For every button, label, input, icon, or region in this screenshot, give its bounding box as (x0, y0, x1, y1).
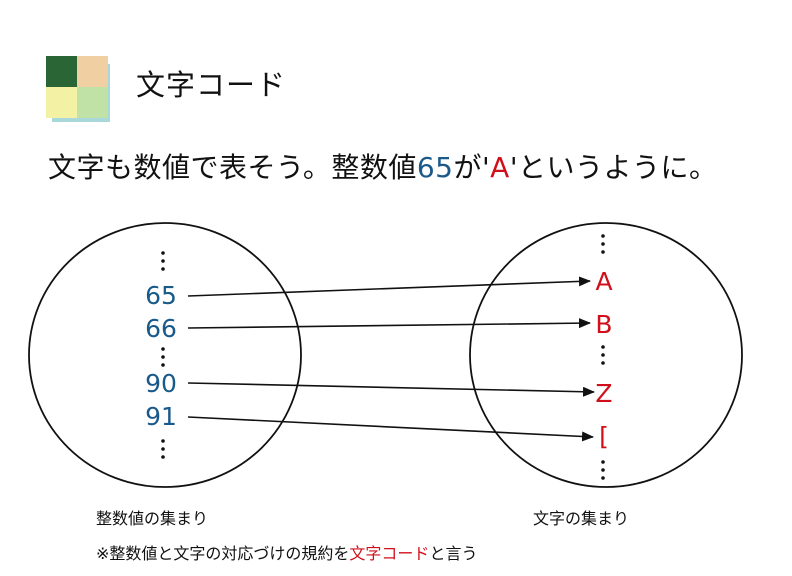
char-ellipsis-middle (601, 345, 605, 365)
integer-set-circle (28, 222, 302, 488)
char-B: B (595, 310, 612, 339)
lead-char: A (490, 151, 510, 184)
char-Z: Z (595, 379, 612, 408)
char-A: A (595, 267, 612, 296)
footnote-highlight: 文字コード (349, 544, 430, 563)
char-open-bracket: [ (599, 422, 609, 451)
page-title: 文字コード (136, 68, 287, 102)
lead-middle: が' (453, 151, 491, 184)
logo-square-yellow (46, 87, 77, 118)
mapping-arrow-90-to-Z (187, 382, 595, 397)
mapping-arrow-91-to-bracket (187, 416, 594, 442)
integer-ellipsis-top (161, 251, 165, 271)
char-ellipsis-bottom (601, 460, 605, 480)
integer-91: 91 (145, 402, 177, 431)
footnote: ※整数値と文字の対応づけの規約を文字コードと言う (96, 540, 477, 564)
footnote-suffix: と言う (429, 544, 478, 563)
integer-ellipsis-bottom (161, 439, 165, 459)
mapping-arrow-66-to-B (187, 318, 591, 329)
char-set-label: 文字の集まり (533, 509, 630, 528)
integer-ellipsis-middle (161, 347, 165, 367)
lead-suffix: 'というように。 (509, 151, 718, 184)
logo-square-light-green (77, 87, 108, 118)
lead-number: 65 (416, 151, 454, 184)
integer-90: 90 (145, 369, 177, 398)
char-ellipsis-top (601, 234, 605, 254)
logo-square-dark-green (46, 56, 77, 87)
mapping-arrow-65-to-A (187, 276, 591, 297)
logo-square-peach (77, 56, 108, 87)
footnote-prefix: ※整数値と文字の対応づけの規約を (96, 544, 350, 563)
lead-sentence: 文字も数値で表そう。整数値65が'A'というように。 (48, 146, 718, 186)
lead-prefix: 文字も数値で表そう。整数値 (48, 151, 417, 184)
integer-set-label: 整数値の集まり (96, 509, 209, 528)
section-logo (46, 56, 114, 124)
char-set-circle (469, 222, 743, 488)
integer-66: 66 (145, 314, 177, 343)
integer-65: 65 (145, 281, 177, 310)
